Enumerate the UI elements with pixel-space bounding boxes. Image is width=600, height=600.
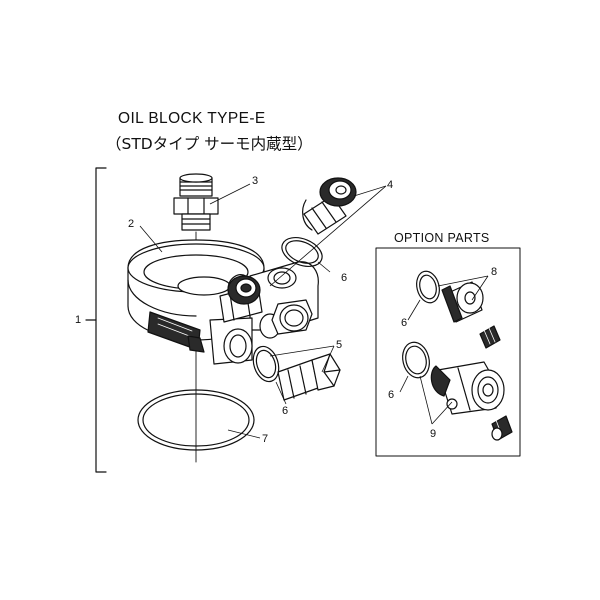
option-parts-box	[375, 247, 521, 457]
loose-fitting	[302, 177, 357, 235]
callout-3: 3	[252, 175, 259, 187]
callout-6-main-upper: 6	[341, 272, 348, 284]
callout-4: 4	[387, 179, 394, 191]
callout-9: 9	[430, 428, 437, 440]
callout-7: 7	[262, 433, 269, 445]
large-gasket	[137, 389, 255, 451]
option-o-ring-upper	[416, 270, 440, 304]
diagram-title: OIL BLOCK TYPE-E	[118, 110, 266, 127]
leader-lines	[139, 183, 489, 439]
option-set-screw-upper	[479, 325, 501, 349]
diagram-subtitle: （STDタイプ サーモ内蔵型）	[106, 135, 313, 153]
center-fitting	[173, 173, 219, 231]
o-ring-upper	[281, 237, 323, 267]
callout-5: 5	[336, 339, 343, 351]
o-ring-lower	[252, 345, 280, 383]
callout-6-main-lower: 6	[282, 405, 289, 417]
option-parts-title: OPTION PARTS	[394, 231, 490, 245]
callout-1: 1	[75, 314, 82, 326]
assembly-bracket	[85, 167, 107, 473]
callout-8: 8	[491, 266, 498, 278]
callout-6-option-lower: 6	[388, 389, 395, 401]
option-set-screw-lower	[491, 415, 513, 441]
option-thermo-housing	[430, 361, 505, 415]
callout-2: 2	[128, 218, 135, 230]
plug-bolt	[277, 353, 341, 401]
callout-6-option: 6	[401, 317, 408, 329]
fitting-on-block	[219, 274, 263, 323]
option-o-ring-lower	[402, 341, 430, 379]
option-small-plug	[441, 281, 484, 323]
